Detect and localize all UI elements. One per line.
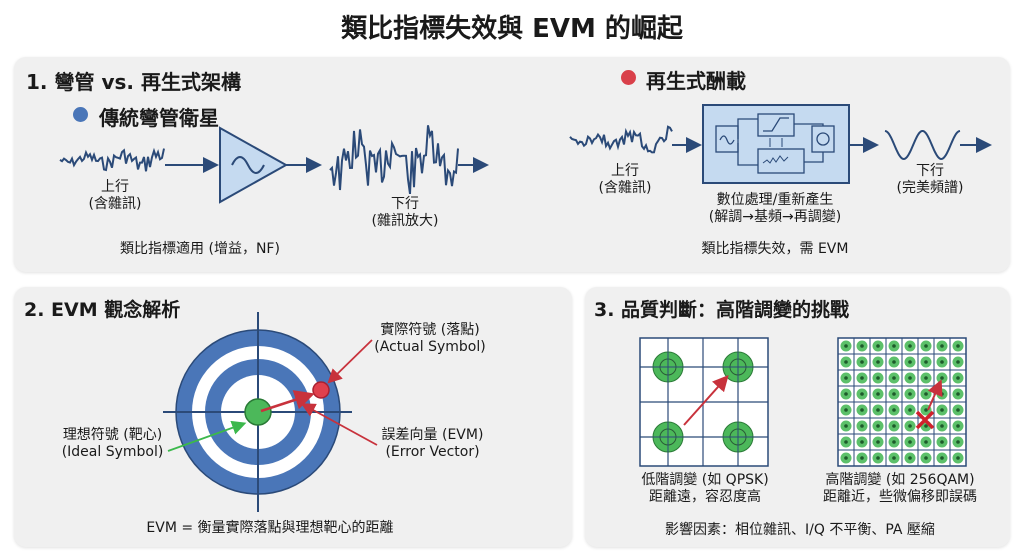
sine-icon — [231, 156, 265, 174]
red-bullet-icon — [621, 70, 636, 85]
ideal-symbol-label: 理想符號 (靶心)(Ideal Symbol) — [61, 427, 164, 460]
qpsk-label: 低階調變 (如 QPSK)距離遠，容忍度高 — [641, 472, 769, 505]
qam-error-arrow — [927, 379, 943, 411]
regen-caption: 類比指標失效，需 EVM — [701, 241, 849, 257]
impairment-factors: 影響因素：相位雜訊、I/Q 不平衡、PA 壓縮 — [665, 522, 935, 538]
actual-symbol-label: 實際符號 (落點)(Actual Symbol) — [374, 322, 486, 355]
clean-downlink-sine — [884, 130, 961, 161]
actual-pointer-arrow — [327, 339, 373, 384]
qpsk-constellation — [639, 337, 769, 467]
evm-formula: EVM = 衡量實際落點與理想靶心的距離 — [146, 520, 394, 536]
ideal-symbol-point — [244, 398, 272, 426]
actual-symbol-point — [312, 381, 330, 399]
regen-uplink-label: 上行(含雜訊) — [598, 163, 652, 196]
bent-pipe-caption: 類比指標適用 (增益，NF) — [120, 241, 280, 257]
bent-pipe-downlink-label: 下行(雜訊放大) — [371, 196, 439, 229]
regen-downlink-label: 下行(完美頻譜) — [896, 163, 964, 196]
section2-heading: 2. EVM 觀念解析 — [24, 299, 181, 321]
qam256-constellation — [837, 337, 967, 467]
symbol-error-x-icon — [915, 410, 935, 430]
section3-heading: 3. 品質判斷：高階調變的挑戰 — [594, 299, 850, 321]
evm-target-diagram — [163, 312, 378, 512]
amplifier-triangle-icon — [219, 126, 289, 204]
bent-pipe-title: 傳統彎管衛星 — [99, 106, 219, 130]
regenerate-cycle-icon — [811, 125, 835, 153]
blue-bullet-icon — [73, 107, 88, 122]
regen-process-label: 數位處理/重新產生(解調→基頻→再調變) — [708, 192, 842, 225]
qpsk-error-arrow — [683, 375, 729, 426]
section1-heading: 1. 彎管 vs. 再生式架構 — [26, 70, 241, 94]
error-vector-label: 誤差向量 (EVM)(Error Vector) — [381, 427, 484, 460]
ideal-pointer-arrow — [167, 420, 247, 452]
noisy-uplink-wave — [569, 125, 673, 154]
bent-pipe-uplink-label: 上行(含雜訊) — [88, 179, 142, 212]
qam256-label: 高階調變 (如 256QAM)距離近，些微偏移即誤碼 — [823, 472, 977, 505]
page-title: 類比指標失效與 EVM 的崛起 — [341, 14, 683, 44]
error-pointer-arrow — [300, 403, 378, 446]
regenerative-title: 再生式酬載 — [646, 69, 746, 93]
noisy-uplink-wave — [59, 147, 165, 172]
error-vector-arrow — [260, 390, 315, 413]
noisy-downlink-wave — [329, 125, 459, 195]
